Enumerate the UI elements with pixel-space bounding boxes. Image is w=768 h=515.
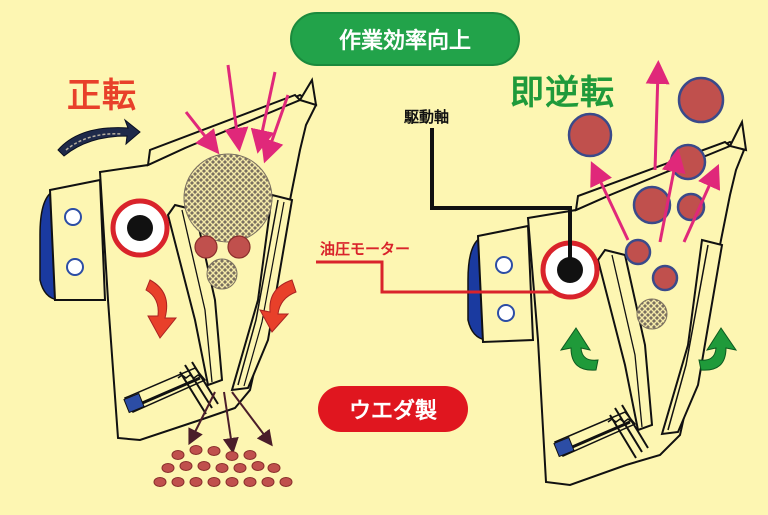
- rock-icon: [567, 76, 725, 292]
- rotation-arrow-icon: [698, 327, 738, 371]
- left-right-jaw: [230, 193, 294, 392]
- curved-arrow-icon: [57, 118, 141, 157]
- right-mount-block: [476, 224, 535, 344]
- rotation-arrow-icon: [145, 279, 178, 339]
- drive-shaft-leader: [430, 128, 572, 268]
- rock-icon: [194, 235, 218, 259]
- right-title: 即逆転: [510, 73, 615, 113]
- header-badge: 作業効率向上: [290, 12, 520, 66]
- left-title: 正転: [67, 76, 137, 116]
- rock-icon: [206, 258, 238, 290]
- drive-shaft-label: 駆動軸: [404, 108, 450, 126]
- left-mount-block: [48, 178, 107, 301]
- rotation-arrow-icon: [559, 327, 599, 371]
- rock-icon: [227, 235, 251, 259]
- right-crusher: [316, 60, 748, 487]
- bolt-hole-icon: [497, 304, 515, 322]
- flow-arrow-icon: [590, 60, 721, 243]
- left-shaft-core: [127, 215, 153, 241]
- flow-arrow-icon: [184, 64, 290, 164]
- output-rocks: [153, 445, 293, 487]
- rock-icon: [183, 153, 273, 243]
- right-shaft-core: [557, 257, 583, 283]
- rotation-arrow-icon: [259, 279, 297, 333]
- output-arrows: [188, 391, 273, 454]
- maker-badge: ウエダ製: [318, 386, 468, 432]
- header-badge-label: 作業効率向上: [338, 29, 471, 54]
- bolt-hole-icon: [64, 208, 82, 226]
- bolt-hole-icon: [495, 256, 513, 274]
- left-crusher: [39, 64, 318, 487]
- bolt-hole-icon: [66, 258, 84, 276]
- hydraulic-motor-leader: [316, 260, 555, 294]
- maker-badge-label: ウエダ製: [348, 399, 437, 424]
- rock-icon: [636, 298, 668, 330]
- hydraulic-motor-label: 油圧モーター: [320, 240, 411, 258]
